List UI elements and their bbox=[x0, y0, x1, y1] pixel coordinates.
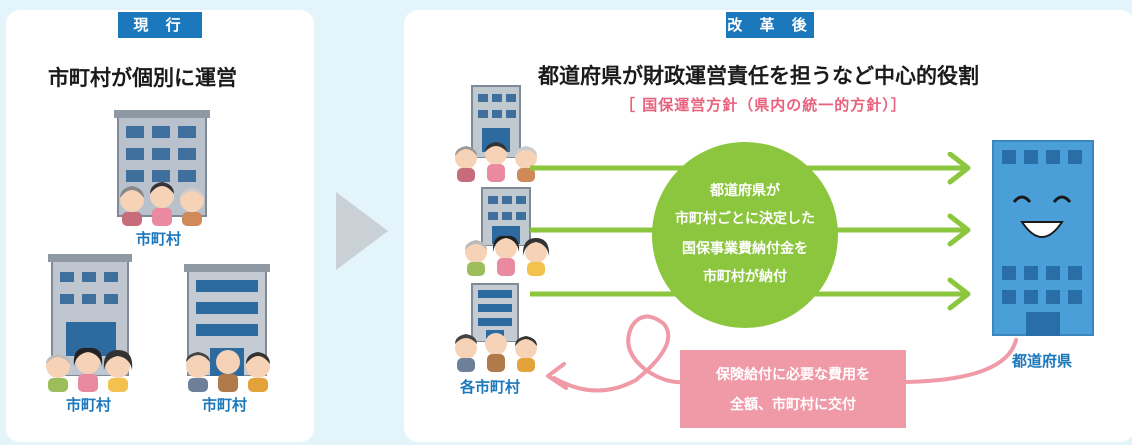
policy-subtitle: ［ 国保運営方針（県内の統一的方針）］ bbox=[620, 96, 907, 114]
center-text-line: 市町村が納付 bbox=[703, 269, 787, 285]
municipality-label: 市町村 bbox=[202, 396, 248, 414]
people-group-icon bbox=[455, 142, 537, 182]
prefecture-label: 都道府県 bbox=[1012, 352, 1073, 370]
arrow-icon bbox=[546, 314, 1018, 393]
building-icon bbox=[471, 85, 521, 158]
current-title: 市町村が個別に運営 bbox=[48, 66, 237, 90]
people-group-icon bbox=[120, 182, 204, 226]
reform-tag: 改 革 後 bbox=[726, 12, 814, 38]
center-text-line: 都道府県が bbox=[710, 183, 780, 199]
municipalities-label: 各市町村 bbox=[460, 378, 521, 396]
grant-text-line: 保険給付に必要な費用を bbox=[716, 367, 870, 383]
people-group-icon bbox=[455, 333, 537, 372]
people-group-icon bbox=[186, 350, 270, 392]
building-icon bbox=[471, 283, 519, 342]
people-group-icon bbox=[465, 235, 550, 276]
reform-title: 都道府県が財政運営責任を担うなど中心的役割 bbox=[538, 64, 979, 88]
prefecture-building-icon bbox=[992, 140, 1094, 336]
municipality-label: 市町村 bbox=[66, 396, 112, 414]
center-text-line: 国保事業費納付金を bbox=[682, 241, 808, 257]
center-text-line: 市町村ごとに決定した bbox=[675, 211, 815, 227]
grant-text-line: 全額、市町村に交付 bbox=[730, 397, 856, 413]
contribution-circle bbox=[652, 142, 838, 328]
grant-box bbox=[680, 350, 906, 428]
chevron-right-icon bbox=[336, 192, 388, 270]
current-tag: 現 行 bbox=[118, 12, 202, 38]
people-group-icon bbox=[46, 347, 133, 392]
municipality-label: 市町村 bbox=[136, 230, 182, 248]
